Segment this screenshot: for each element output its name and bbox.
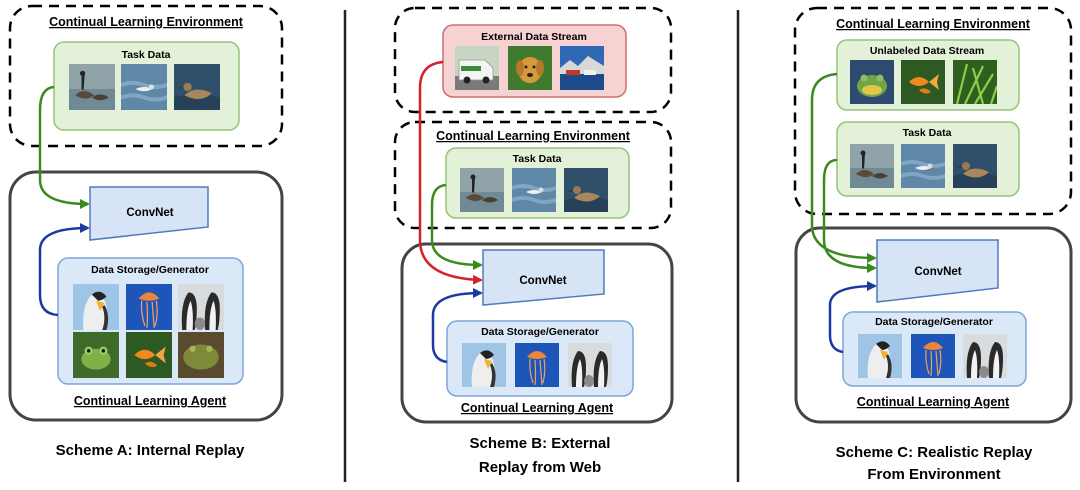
goldfish-image bbox=[126, 332, 172, 378]
penguins-image bbox=[963, 334, 1007, 378]
task-data-label: Task Data bbox=[903, 127, 952, 139]
unlabeled-stream-label: Unlabeled Data Stream bbox=[870, 45, 984, 57]
gull-image bbox=[121, 64, 167, 110]
frog-image bbox=[850, 60, 894, 104]
van-image bbox=[455, 46, 499, 90]
replay-to-convnet-arrow bbox=[828, 281, 877, 354]
penguin-image bbox=[858, 334, 902, 378]
goose-image bbox=[69, 64, 115, 110]
penguin-image bbox=[462, 343, 506, 387]
agent-label: Continual Learning Agent bbox=[461, 401, 614, 415]
harbor-image bbox=[560, 46, 604, 90]
environment-label: Continual Learning Environment bbox=[49, 15, 244, 29]
goldfish-image bbox=[901, 60, 945, 104]
penguins-image bbox=[178, 284, 224, 330]
grass-image bbox=[953, 60, 997, 104]
agent-label: Continual Learning Agent bbox=[74, 394, 227, 408]
agent-box bbox=[400, 242, 674, 424]
scheme-a: Continual Learning Environment Task Data… bbox=[8, 4, 284, 459]
agent-box bbox=[794, 226, 1073, 424]
task-to-convnet-arrow bbox=[38, 85, 90, 209]
duck-image bbox=[953, 144, 997, 188]
agent-box bbox=[8, 170, 284, 422]
storage-label: Data Storage/Generator bbox=[91, 264, 209, 276]
caption-line-1: Scheme A: Internal Replay bbox=[56, 442, 245, 459]
gull-image bbox=[512, 168, 556, 212]
external-stream-label: External Data Stream bbox=[481, 31, 587, 43]
gull-image bbox=[901, 144, 945, 188]
duck-image bbox=[564, 168, 608, 212]
environment-box bbox=[393, 120, 673, 230]
caption-line-2: From Environment bbox=[867, 466, 1000, 483]
task-data-label: Task Data bbox=[513, 153, 562, 165]
convnet-shape bbox=[876, 239, 999, 303]
convnet-shape bbox=[482, 249, 605, 306]
caption-line-1: Scheme C: Realistic Replay bbox=[836, 444, 1033, 461]
convnet-label: ConvNet bbox=[914, 266, 961, 278]
frog-image bbox=[73, 332, 119, 378]
goose-image bbox=[850, 144, 894, 188]
replay-to-convnet-arrow bbox=[431, 288, 483, 364]
environment-label: Continual Learning Environment bbox=[436, 129, 631, 143]
convnet-label: ConvNet bbox=[519, 275, 566, 287]
task-to-convnet-arrow bbox=[430, 183, 483, 270]
convnet-label: ConvNet bbox=[126, 207, 173, 219]
environment-label: Continual Learning Environment bbox=[836, 17, 1031, 31]
dog-image bbox=[508, 46, 552, 90]
caption-line-1: Scheme B: External bbox=[470, 435, 611, 452]
environment-box bbox=[793, 6, 1073, 216]
convnet-shape bbox=[89, 186, 209, 241]
task-data-label: Task Data bbox=[122, 49, 171, 61]
scheme-c: Continual Learning Environment Unlabeled… bbox=[793, 6, 1073, 483]
storage-label: Data Storage/Generator bbox=[875, 316, 993, 328]
external-env-box bbox=[393, 6, 673, 114]
jellyfish-image bbox=[126, 284, 172, 330]
replay-to-convnet-arrow bbox=[38, 223, 90, 317]
agent-label: Continual Learning Agent bbox=[857, 395, 1010, 409]
penguin-image bbox=[73, 284, 119, 330]
toad-image bbox=[178, 332, 224, 378]
duck-image bbox=[174, 64, 220, 110]
scheme-b: External Data Stream Continual Learning … bbox=[393, 6, 674, 476]
unlabeled-to-convnet-arrow bbox=[810, 72, 877, 263]
caption-line-2: Replay from Web bbox=[479, 459, 601, 476]
jellyfish-image bbox=[911, 334, 955, 378]
task-to-convnet-arrow bbox=[822, 158, 877, 273]
goose-image bbox=[460, 168, 504, 212]
penguins-image bbox=[568, 343, 612, 387]
jellyfish-image bbox=[515, 343, 559, 387]
environment-box bbox=[8, 4, 284, 148]
external-to-convnet-arrow bbox=[418, 60, 483, 285]
storage-label: Data Storage/Generator bbox=[481, 326, 599, 338]
